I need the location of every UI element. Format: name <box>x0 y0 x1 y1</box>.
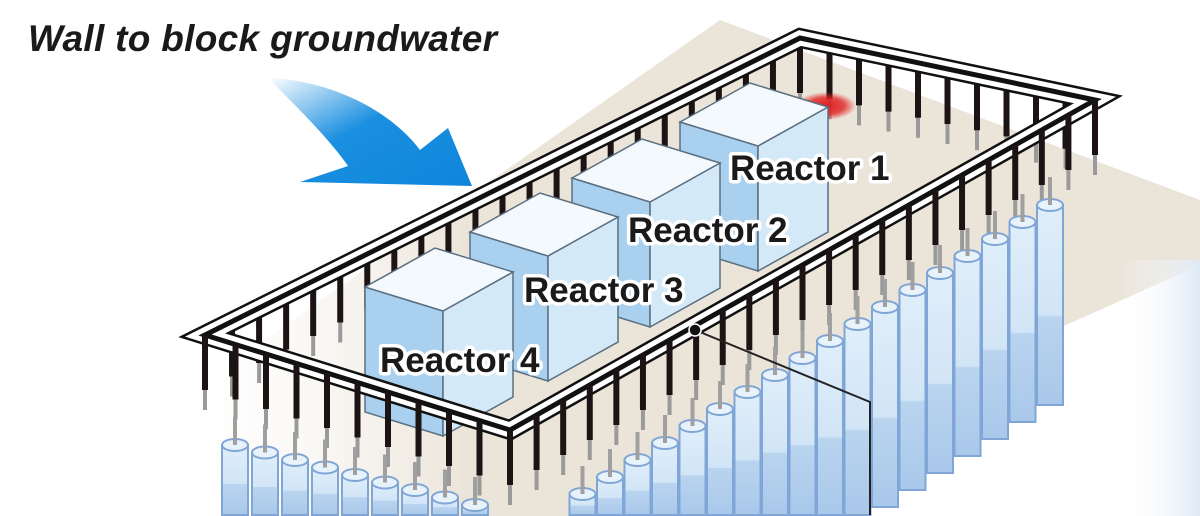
cylinder-body <box>678 425 707 516</box>
ground-cylinder <box>221 417 249 516</box>
cylinder-body <box>816 340 844 516</box>
cylinder-body <box>788 357 817 516</box>
cylinder-body <box>898 289 927 491</box>
reactor-4-label: Reactor 4 <box>380 341 540 380</box>
cylinder-body <box>1008 221 1037 423</box>
ground-cylinder <box>761 347 789 516</box>
reactor-1-label: Reactor 1 <box>730 149 890 188</box>
reactor-building-1 <box>363 247 515 438</box>
ground-cylinder <box>568 466 597 516</box>
cylinder-body <box>651 442 679 516</box>
ground-cylinder <box>623 432 652 516</box>
building-roof <box>570 138 722 203</box>
ground-cylinder <box>706 381 734 516</box>
cylinder-body <box>926 272 954 474</box>
cylinder-body <box>733 391 762 516</box>
leader-dot <box>688 323 702 337</box>
ground-cylinder <box>596 449 624 516</box>
cylinder-body <box>623 459 652 516</box>
ground-cylinder <box>926 245 954 474</box>
ground-cylinder <box>981 211 1009 440</box>
ground-cylinder <box>898 262 927 491</box>
cylinder-body <box>281 459 309 516</box>
cylinder-body <box>871 306 899 508</box>
ground-cylinder <box>953 228 982 457</box>
cylinder-body <box>706 408 734 516</box>
cylinder-body <box>1036 204 1064 406</box>
cylinder-body <box>761 374 789 516</box>
cylinder-body <box>311 466 339 516</box>
diagram-title: Wall to block groundwater <box>28 18 498 59</box>
ground-cylinder <box>341 447 369 516</box>
cylinder-body <box>981 238 1009 440</box>
reactor-3-label: Reactor 3 <box>524 271 684 310</box>
ground-cylinder <box>281 432 309 516</box>
ground-cylinder <box>843 296 872 516</box>
ground-cylinder <box>1008 194 1037 423</box>
cylinder-body <box>953 255 982 457</box>
building-roof <box>678 82 830 147</box>
ground-cylinder <box>251 424 279 516</box>
ground-cylinder <box>816 313 844 516</box>
ground-cylinder <box>651 415 679 516</box>
ground-cylinder <box>401 462 429 516</box>
right-fade <box>1120 260 1200 516</box>
leader-line <box>688 323 871 515</box>
ground-cylinder <box>871 279 899 508</box>
ground-cylinder <box>678 398 707 516</box>
cylinder-body <box>843 323 872 516</box>
ground-cylinder <box>1036 177 1064 406</box>
ground-cylinder <box>431 469 459 516</box>
ground-cylinder <box>371 454 399 516</box>
cylinder-body <box>251 451 279 516</box>
building-roof <box>363 247 515 312</box>
groundwater-flow-arrow <box>268 78 472 186</box>
ground-cylinder <box>733 364 762 516</box>
ground-cylinder <box>311 439 339 516</box>
cylinder-body <box>221 444 249 516</box>
building-roof <box>468 192 620 257</box>
reactor-2-label: Reactor 2 <box>628 211 788 250</box>
ground-cylinder <box>461 477 489 516</box>
ground-cylinder <box>788 330 817 516</box>
